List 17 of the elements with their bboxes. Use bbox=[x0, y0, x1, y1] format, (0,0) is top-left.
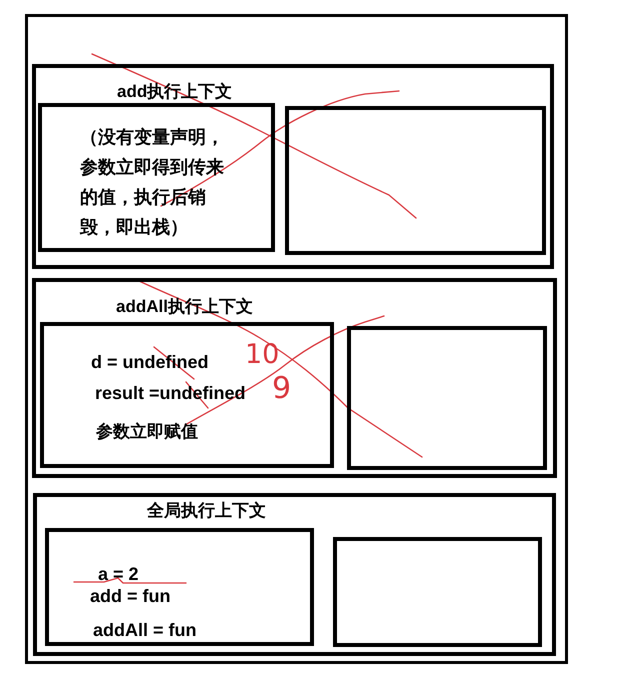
handwritten-number: 9 bbox=[272, 374, 292, 404]
empty-box bbox=[333, 537, 542, 647]
outer-box bbox=[25, 14, 568, 664]
context-heading: 全局执行上下文 bbox=[147, 501, 266, 521]
context-box bbox=[32, 278, 557, 478]
empty-box bbox=[347, 326, 547, 470]
note-box bbox=[38, 103, 275, 252]
context-box bbox=[32, 64, 554, 269]
code-line: addAll = fun bbox=[93, 620, 196, 640]
code-line: a = 2 bbox=[98, 564, 139, 584]
handwritten-number: 10 bbox=[245, 341, 280, 368]
context-box bbox=[33, 493, 556, 656]
note-text: 参数立即赋值 bbox=[96, 422, 198, 442]
variable-box bbox=[40, 322, 334, 468]
variable-box bbox=[45, 528, 314, 646]
empty-box bbox=[285, 106, 546, 255]
code-line: add = fun bbox=[90, 586, 170, 606]
